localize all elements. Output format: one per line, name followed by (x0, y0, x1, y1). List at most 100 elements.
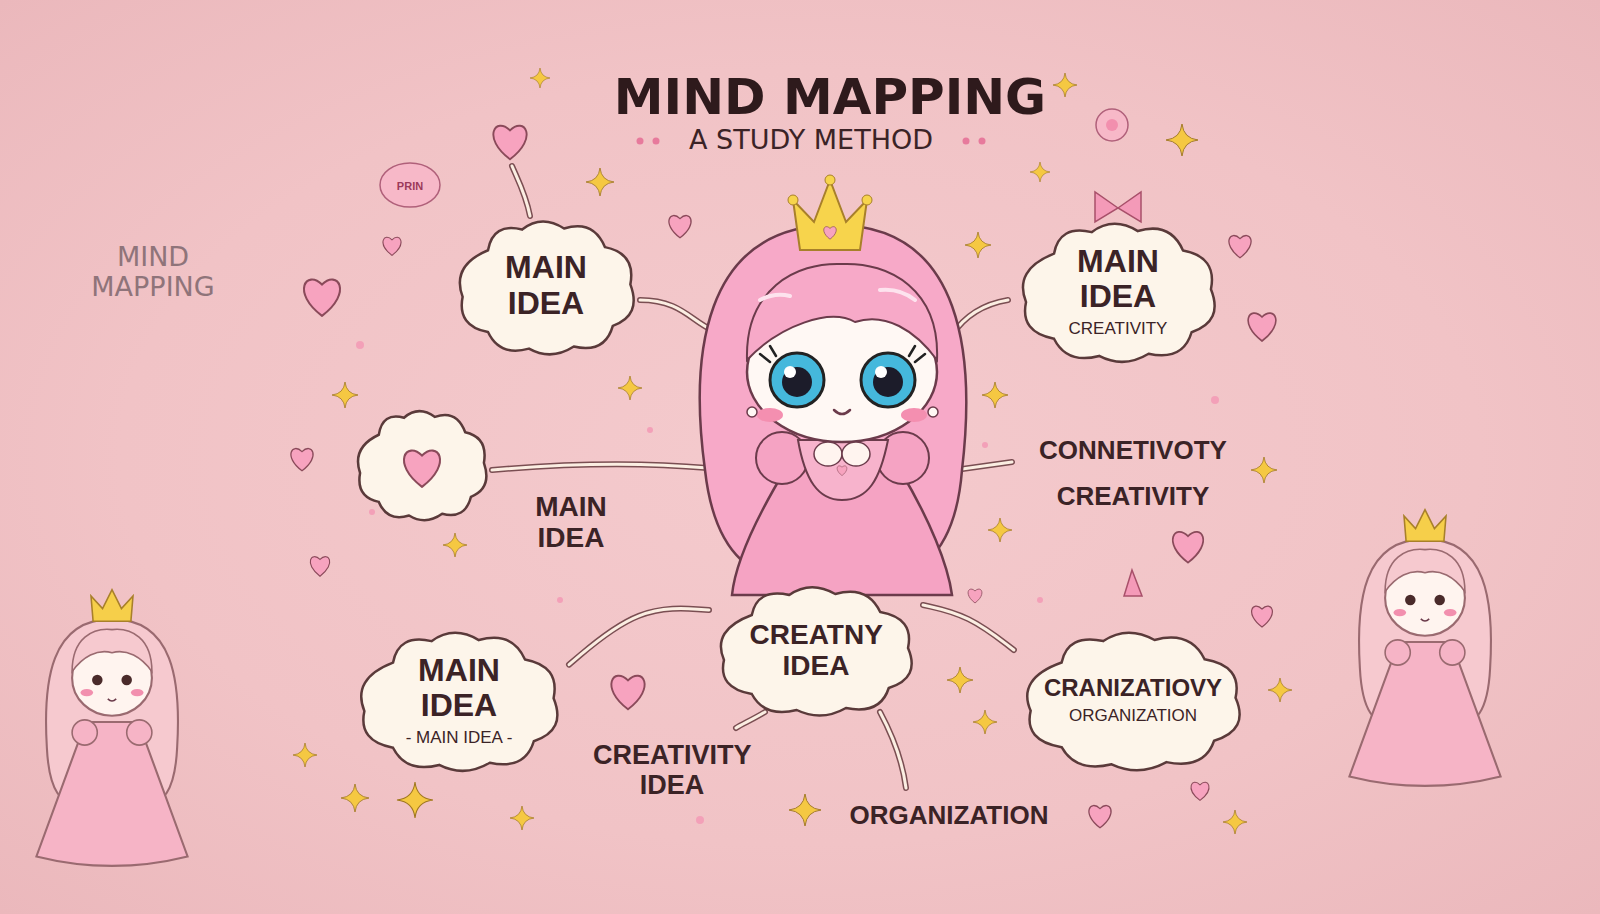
princess-bodice (798, 440, 888, 500)
princess-eye (873, 367, 903, 397)
sparkle (332, 382, 358, 408)
heart (304, 280, 340, 316)
bow (1124, 570, 1142, 596)
heart (493, 126, 526, 159)
eyelash (760, 346, 925, 362)
cloud-node: MAIN IDEA CREATIVITY (1011, 216, 1226, 367)
branch-line (952, 300, 1008, 335)
connector (569, 608, 709, 664)
heart (669, 215, 691, 237)
dot (1211, 396, 1219, 404)
heart (1191, 782, 1209, 800)
cloud-node: MAIN IDEA- MAIN IDEA - (349, 625, 569, 776)
branch-line (736, 712, 765, 728)
heart (824, 227, 836, 240)
princess-eye (782, 367, 812, 397)
sparkle (510, 806, 534, 830)
princess-crown (825, 175, 835, 185)
heart (611, 676, 644, 709)
sparkle (1030, 162, 1050, 182)
princess-eye (770, 353, 824, 407)
sparkle (293, 743, 317, 767)
earring (747, 407, 757, 417)
heart (1252, 606, 1273, 627)
side-princess (1349, 510, 1500, 786)
cloud-node: CRANIZATIOVY ORGANIZATION (1014, 625, 1252, 775)
node-title: MAIN IDEA (505, 250, 587, 322)
picture-cloud (358, 411, 486, 520)
sparkle (982, 382, 1008, 408)
cloud-outline (459, 221, 633, 354)
node-title: MAIN IDEA (418, 653, 500, 725)
rosette (1106, 119, 1118, 131)
sparkle (947, 667, 973, 693)
branch-line (640, 300, 712, 330)
princess-crown (793, 180, 867, 250)
heart (291, 448, 313, 470)
princess-mouth (834, 410, 850, 414)
subtitle: A STUDY METHOD (689, 125, 933, 155)
dot (696, 816, 704, 824)
sparkle (397, 782, 433, 818)
sparkle (341, 784, 369, 812)
hair-shine (760, 290, 915, 300)
sparkle (973, 710, 997, 734)
sparkle (965, 232, 991, 258)
heart (310, 557, 329, 577)
label-holder: CONNETIVOTY (1039, 436, 1227, 465)
sparkle (1166, 124, 1198, 156)
title: MIND MAPPING (614, 69, 1046, 125)
badge-text: PRIN (397, 180, 423, 192)
node-subtitle: ORGANIZATION (1069, 706, 1197, 725)
dot (369, 509, 375, 515)
heart (968, 589, 982, 603)
sparkle (586, 168, 614, 196)
sparkle (1268, 678, 1292, 702)
branch-line (880, 712, 906, 788)
connector-line (569, 608, 709, 664)
princess-crown (862, 195, 872, 205)
label-holder: CREATIVITY IDEA (593, 740, 751, 800)
branch-label: ORGANIZATION (850, 801, 1049, 830)
node-subtitle: CREATIVITY (1069, 319, 1168, 338)
sparkle (443, 533, 467, 557)
branch-line (512, 166, 530, 216)
earring (928, 407, 938, 417)
cloud-node: MAIN IDEA (449, 214, 644, 359)
node-title: MAIN IDEA (1077, 244, 1159, 316)
branch-label: MAIN IDEA (535, 491, 607, 554)
princess-hand (814, 442, 842, 466)
sparkle (1223, 810, 1247, 834)
side-princess (36, 590, 187, 866)
badge-blob (380, 163, 440, 207)
branch-line (492, 464, 708, 470)
sparkle (1053, 73, 1077, 97)
connector-outline (569, 608, 709, 664)
bow (1095, 192, 1141, 222)
branch-line (736, 712, 765, 728)
dot (637, 138, 644, 145)
connector-line (923, 605, 1014, 650)
heart (1089, 805, 1111, 827)
dot (979, 138, 986, 145)
heart (383, 237, 401, 255)
watermark: MIND MAPPING (91, 242, 214, 302)
branch-line (492, 464, 708, 470)
branch-line (880, 712, 906, 788)
branch-line (640, 300, 712, 330)
connector (923, 605, 1014, 650)
rosette (1096, 109, 1128, 141)
heart (1229, 235, 1251, 257)
label-holder: PRIN (397, 180, 423, 192)
label-holder: A STUDY METHOD (689, 125, 933, 155)
branch-line (512, 166, 530, 216)
cloud-outline (361, 632, 557, 770)
node-title: CRANIZATIOVY (1044, 675, 1222, 702)
label-holder: MIND MAPPING (91, 242, 214, 302)
dot (1037, 597, 1043, 603)
label-holder: MAIN IDEA (535, 491, 607, 554)
sparkle (530, 68, 550, 88)
title-holder: MIND MAPPING (614, 69, 1046, 125)
heart (404, 451, 440, 487)
